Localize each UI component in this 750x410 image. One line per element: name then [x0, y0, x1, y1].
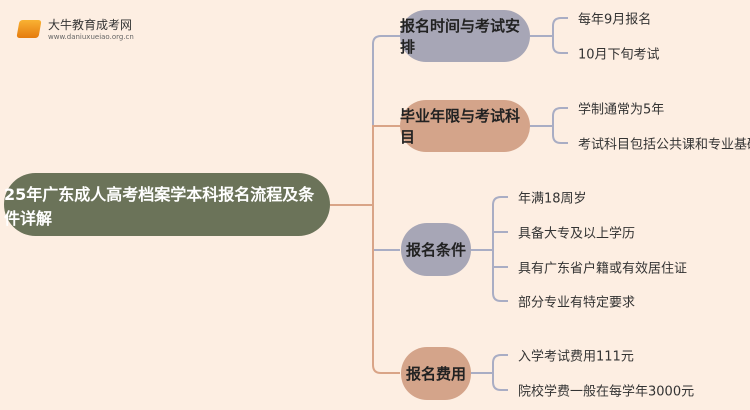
leaf-item: 年满18周岁: [518, 191, 587, 207]
site-logo: 大牛教育成考网 www.daniuxueiao.org.cn: [16, 16, 134, 41]
leaf-item: 10月下旬考试: [578, 47, 660, 63]
root-node: 25年广东成人高考档案学本科报名流程及条件详解: [4, 173, 330, 236]
leaf-item: 具有广东省户籍或有效居住证: [518, 261, 688, 277]
book-icon: [16, 19, 42, 38]
leaf-item: 考试科目包括公共课和专业基础课: [578, 137, 750, 153]
leaf-item: 学制通常为5年: [578, 102, 665, 118]
logo-url: www.daniuxueiao.org.cn: [48, 33, 134, 41]
branch-registration-time: 报名时间与考试安排: [400, 10, 530, 62]
branch-conditions: 报名条件: [401, 223, 471, 276]
branch-duration-subjects: 毕业年限与考试科目: [400, 100, 530, 152]
logo-title: 大牛教育成考网: [48, 18, 133, 32]
branch-fees: 报名费用: [401, 347, 471, 400]
leaf-item: 部分专业有特定要求: [518, 295, 636, 311]
leaf-item: 入学考试费用111元: [518, 349, 634, 365]
leaf-item: 每年9月报名: [578, 12, 652, 28]
leaf-item: 具备大专及以上学历: [518, 226, 636, 242]
leaf-item: 院校学费一般在每学年3000元: [518, 384, 695, 400]
